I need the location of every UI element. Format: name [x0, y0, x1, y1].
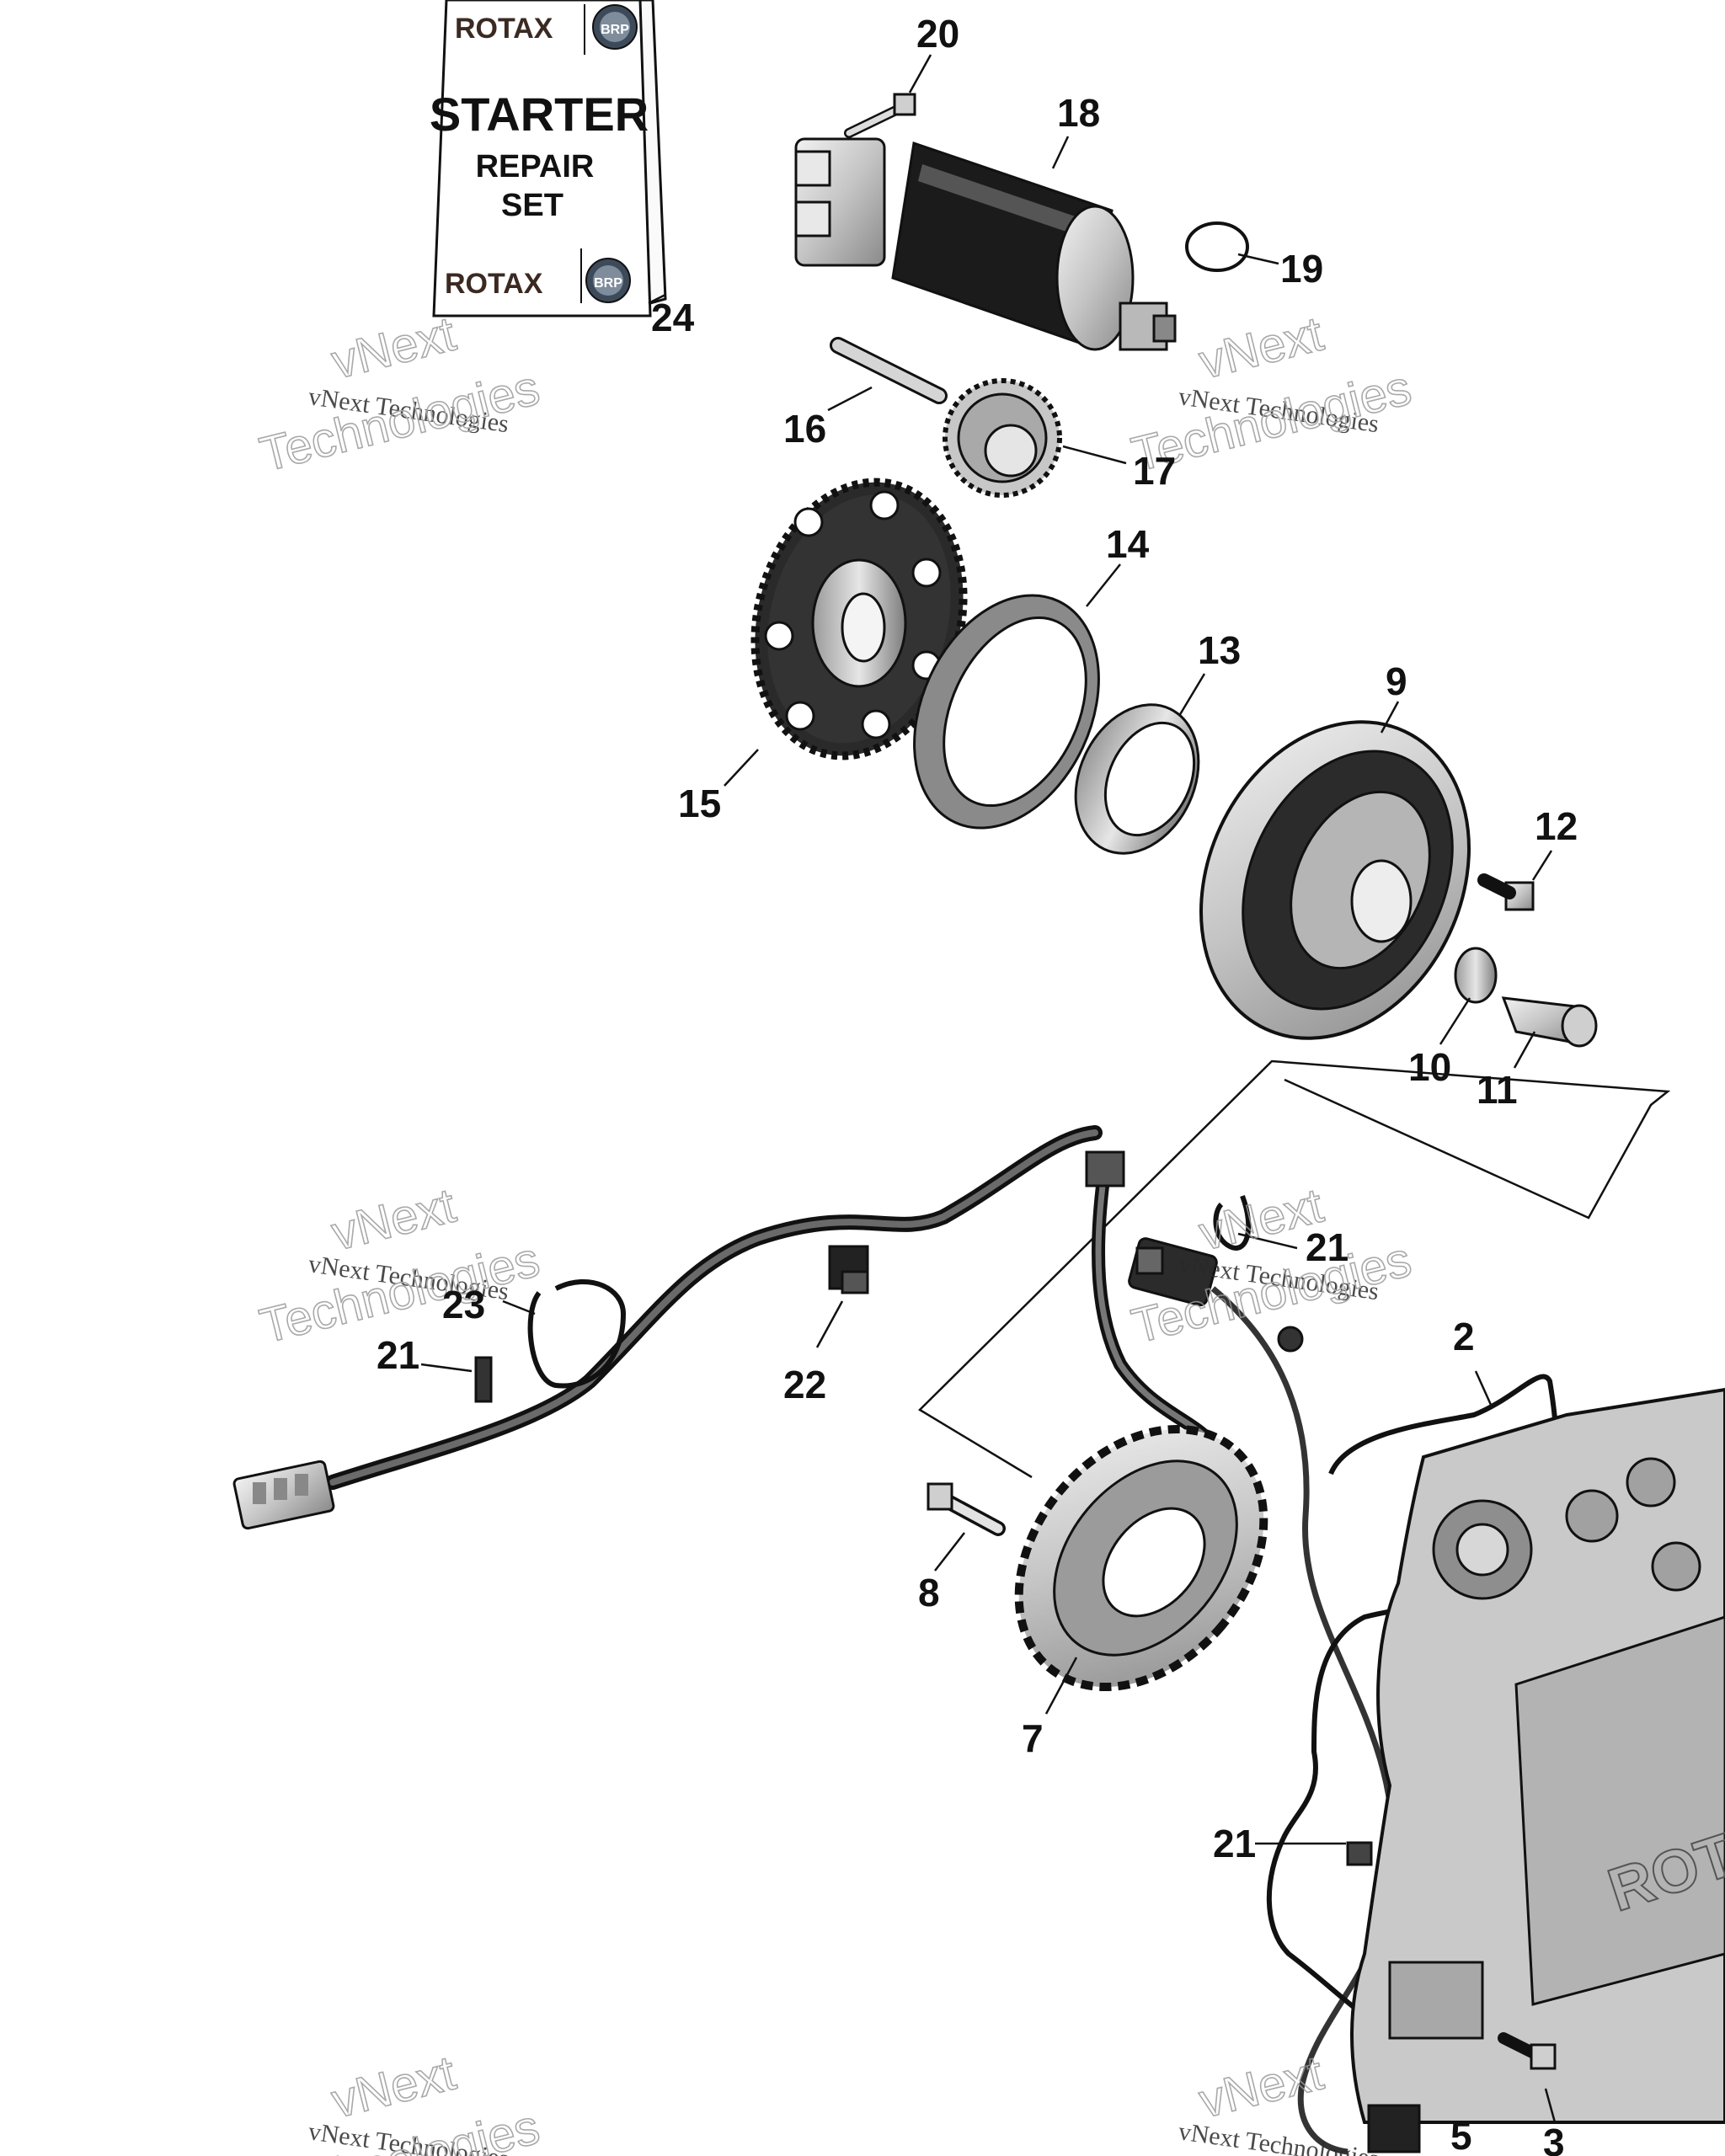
kit-line-2: REPAIR — [476, 149, 595, 184]
clip-21-left — [474, 1356, 493, 1403]
callout-12: 12 — [1535, 804, 1578, 848]
callout-11: 11 — [1477, 1068, 1518, 1112]
callout-14: 14 — [1106, 522, 1150, 566]
starter-motor — [794, 137, 1177, 351]
clip-21-middle — [1277, 1326, 1304, 1353]
kit-brand-top: ROTAX — [455, 13, 553, 45]
callout-17: 17 — [1133, 449, 1176, 493]
clip-22 — [828, 1245, 869, 1294]
callout-5: 5 — [1450, 2114, 1472, 2156]
svg-text:vNext: vNext — [1194, 2046, 1328, 2129]
cable-tie-23 — [527, 1278, 627, 1389]
callout-3: 3 — [1543, 2121, 1565, 2156]
callout-21-lower: 21 — [1213, 1822, 1256, 1865]
bolt-12 — [1477, 873, 1535, 911]
callout-21-top: 21 — [1306, 1225, 1348, 1269]
brp-badge-top-icon: BRP — [592, 4, 638, 50]
callout-15: 15 — [678, 782, 721, 825]
sensor-cable — [1210, 1286, 1397, 2155]
callout-22: 22 — [783, 1363, 826, 1406]
callout-16: 16 — [783, 407, 826, 451]
callout-13: 13 — [1198, 628, 1241, 672]
callout-24: 24 — [651, 296, 695, 339]
callout-20: 20 — [916, 12, 959, 56]
kit-brand-bottom: ROTAX — [445, 268, 543, 300]
stator-7 — [1014, 1424, 1268, 1692]
callout-8: 8 — [918, 1571, 940, 1614]
bolt-3 — [1498, 2032, 1557, 2070]
clip-21-lower — [1346, 1841, 1373, 1866]
bolt-8 — [927, 1482, 1006, 1536]
bolt-20 — [844, 93, 916, 138]
ring-13 — [1074, 703, 1200, 855]
svg-text:vNext: vNext — [326, 307, 461, 390]
sensor-5 — [1367, 2104, 1421, 2153]
svg-text:BRP: BRP — [601, 23, 629, 37]
leader-lines — [420, 54, 1557, 2123]
group-bracket — [917, 1059, 1671, 1479]
connector-left — [232, 1460, 335, 1530]
svg-text:vNext Technologies: vNext Technologies — [1177, 2117, 1381, 2156]
clip-21-top — [1213, 1194, 1252, 1251]
svg-text:vNext: vNext — [326, 1178, 461, 1262]
callout-7: 7 — [1022, 1716, 1044, 1760]
sprag-plate-14 — [913, 594, 1100, 830]
bolt-11 — [1501, 996, 1598, 1048]
kit-line-1: STARTER — [430, 88, 649, 141]
starter-gear-15 — [750, 478, 968, 760]
washer-10 — [1454, 947, 1498, 1004]
brp-badge-bottom-icon: BRP — [585, 258, 631, 303]
flywheel-9 — [1199, 720, 1471, 1040]
starter-repair-set-box: ROTAX BRP STARTER REPAIR SET ROTAX BRP — [430, 0, 667, 318]
callout-9: 9 — [1386, 659, 1407, 703]
callout-10: 10 — [1408, 1045, 1451, 1089]
callout-21-left: 21 — [377, 1333, 419, 1377]
shaft-16 — [830, 337, 948, 404]
svg-text:vNext: vNext — [1194, 307, 1328, 390]
callouts: 20 18 19 24 16 17 14 13 9 15 12 10 11 21… — [377, 12, 1578, 2156]
engine-case: ROTAX — [1350, 1387, 1725, 2124]
callout-23: 23 — [442, 1283, 485, 1326]
o-ring-19 — [1185, 221, 1249, 272]
callout-2: 2 — [1453, 1315, 1475, 1358]
callout-18: 18 — [1057, 91, 1100, 135]
callout-19: 19 — [1280, 247, 1323, 291]
svg-text:vNext: vNext — [326, 2046, 461, 2129]
svg-text:BRP: BRP — [594, 276, 622, 291]
intermediate-gear-17 — [943, 378, 1062, 498]
svg-text:Technologies: Technologies — [254, 360, 544, 483]
kit-line-3: SET — [501, 188, 563, 223]
sensor-connector — [1128, 1237, 1218, 1307]
